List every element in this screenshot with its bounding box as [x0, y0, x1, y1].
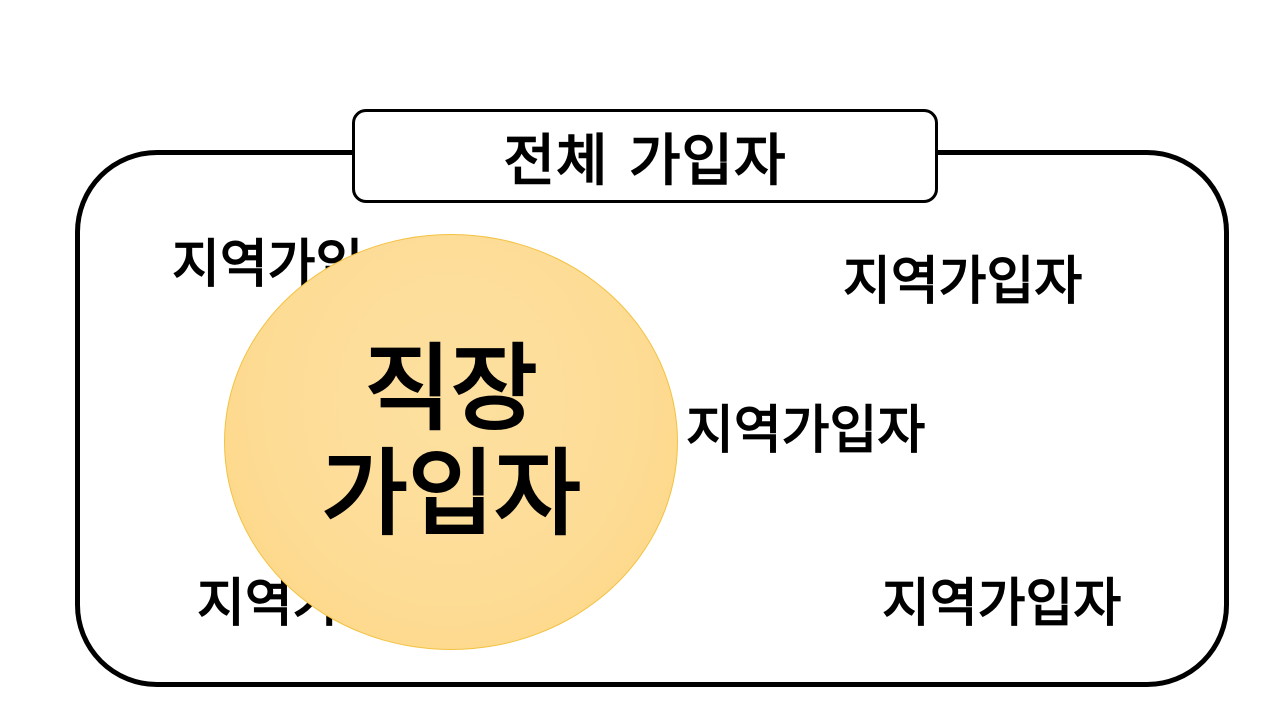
- regional-subscriber-label-top-right: 지역가입자: [843, 252, 1083, 312]
- workplace-subscriber-label-line2: 가입자: [321, 440, 581, 549]
- diagram-title: 전체 가입자: [352, 109, 938, 203]
- regional-subscriber-label-middle: 지역가입자: [686, 401, 926, 461]
- workplace-subscriber-label-line1: 직장: [364, 334, 538, 444]
- regional-subscriber-label-bottom-right: 지역가입자: [882, 574, 1122, 634]
- workplace-subscriber-circle: 직장 가입자: [224, 234, 678, 650]
